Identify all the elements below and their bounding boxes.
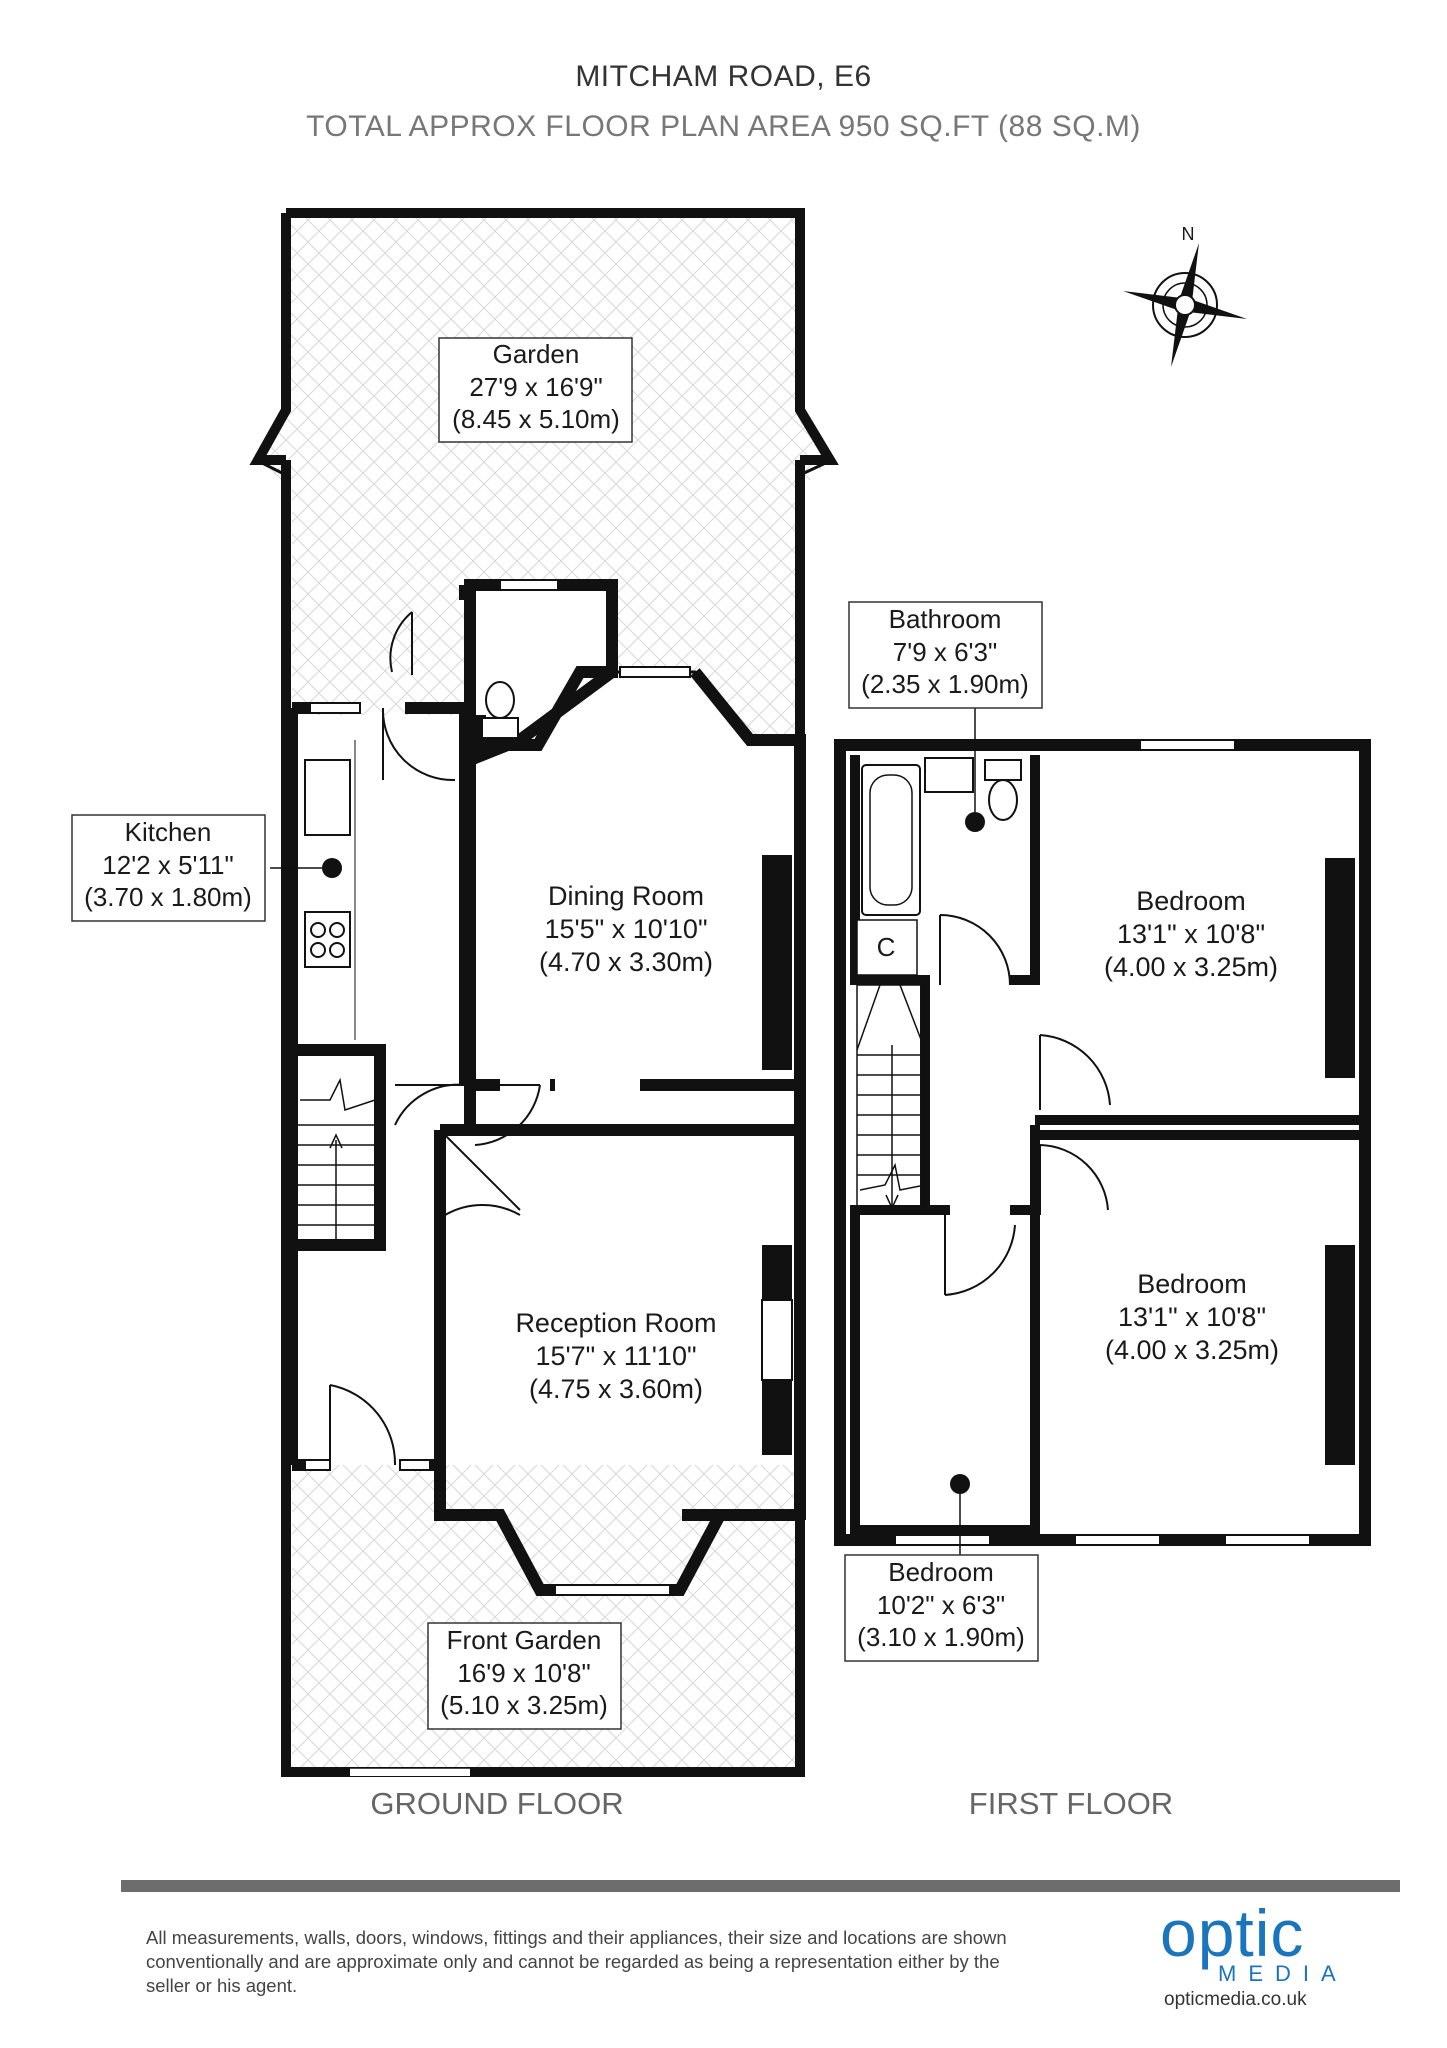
front-door <box>329 1384 397 1466</box>
logo-main-text: optic <box>1160 1896 1305 1970</box>
logo-url-text: opticmedia.co.uk <box>1164 1989 1307 2010</box>
kitchen-sink-icon <box>304 759 351 836</box>
first-floor-stairs <box>856 984 926 1211</box>
ground-stairs <box>296 1054 376 1241</box>
reception-room-metric: (4.75 x 3.60m) <box>529 1374 703 1404</box>
disclaimer-text: All measurements, walls, doors, windows,… <box>146 1927 1007 1996</box>
dining-door <box>394 1083 466 1126</box>
plan-subtitle: TOTAL APPROX FLOOR PLAN AREA 950 SQ.FT (… <box>306 110 1141 143</box>
logo-sub-text: MEDIA <box>1218 1961 1348 1986</box>
dining-door-2 <box>470 1084 541 1146</box>
kitchen-back-door <box>381 707 456 782</box>
front-garden-imperial: 16'9 x 10'8" <box>457 1658 590 1688</box>
reception-room-name: Reception Room <box>515 1308 716 1338</box>
dining-room-imperial: 15'5" x 10'10" <box>544 914 707 944</box>
optic-media-logo: optic MEDIA opticmedia.co.uk <box>1150 1895 1340 2010</box>
dining-room-metric: (4.70 x 3.30m) <box>539 947 713 977</box>
bedroom3-metric: (3.10 x 1.90m) <box>857 1622 1025 1652</box>
cupboard-label: C <box>877 932 896 962</box>
garden-imperial: 27'9 x 16'9" <box>469 372 602 402</box>
wc-walls <box>459 579 618 751</box>
compass-icon <box>1123 243 1247 367</box>
kitchen-imperial: 12'2 x 5'11" <box>102 850 233 880</box>
first-floor-label: FIRST FLOOR <box>968 1786 1174 1821</box>
kitchen-marker-icon <box>322 858 342 878</box>
bathroom-imperial: 7'9 x 6'3" <box>893 637 997 667</box>
reception-room-imperial: 15'7" x 11'10" <box>535 1341 696 1371</box>
bedroom1-metric: (4.00 x 3.25m) <box>1104 952 1278 982</box>
bathroom-metric: (2.35 x 1.90m) <box>861 669 1029 699</box>
garden-door <box>389 611 413 675</box>
dining-room-name: Dining Room <box>548 881 704 911</box>
bath-icon <box>861 764 921 916</box>
kitchen-name: Kitchen <box>125 817 212 847</box>
garden-boundary <box>249 208 839 1777</box>
wc-toilet-icon <box>485 681 515 719</box>
garden-name: Garden <box>493 339 580 369</box>
plan-title: MITCHAM ROAD, E6 <box>575 60 872 93</box>
bathroom-basin-icon <box>924 757 974 793</box>
dining-chimney <box>762 855 792 1070</box>
bedroom2-metric: (4.00 x 3.25m) <box>1105 1335 1279 1365</box>
front-garden-name: Front Garden <box>447 1625 602 1655</box>
compass-north-label: N <box>1182 224 1195 244</box>
kitchen-hob-icon <box>304 911 351 968</box>
reception-door <box>444 1134 521 1216</box>
garden-metric: (8.45 x 5.10m) <box>452 404 620 434</box>
garden-area <box>258 213 830 740</box>
bedroom1-imperial: 13'1" x 10'8" <box>1117 919 1265 949</box>
bedroom1-name: Bedroom <box>1136 886 1246 916</box>
bathroom-name: Bathroom <box>889 604 1002 634</box>
ground-floor-label: GROUND FLOOR <box>370 1786 624 1821</box>
front-garden-metric: (5.10 x 3.25m) <box>440 1690 608 1720</box>
footer-divider <box>121 1880 1400 1892</box>
kitchen-metric: (3.70 x 1.80m) <box>84 882 252 912</box>
bedroom3-imperial: 10'2" x 6'3" <box>877 1590 1005 1620</box>
bedroom2-imperial: 13'1" x 10'8" <box>1118 1302 1266 1332</box>
bathroom-toilet-icon <box>984 759 1022 781</box>
bedroom2-name: Bedroom <box>1137 1269 1247 1299</box>
bedroom3-name: Bedroom <box>888 1557 994 1587</box>
